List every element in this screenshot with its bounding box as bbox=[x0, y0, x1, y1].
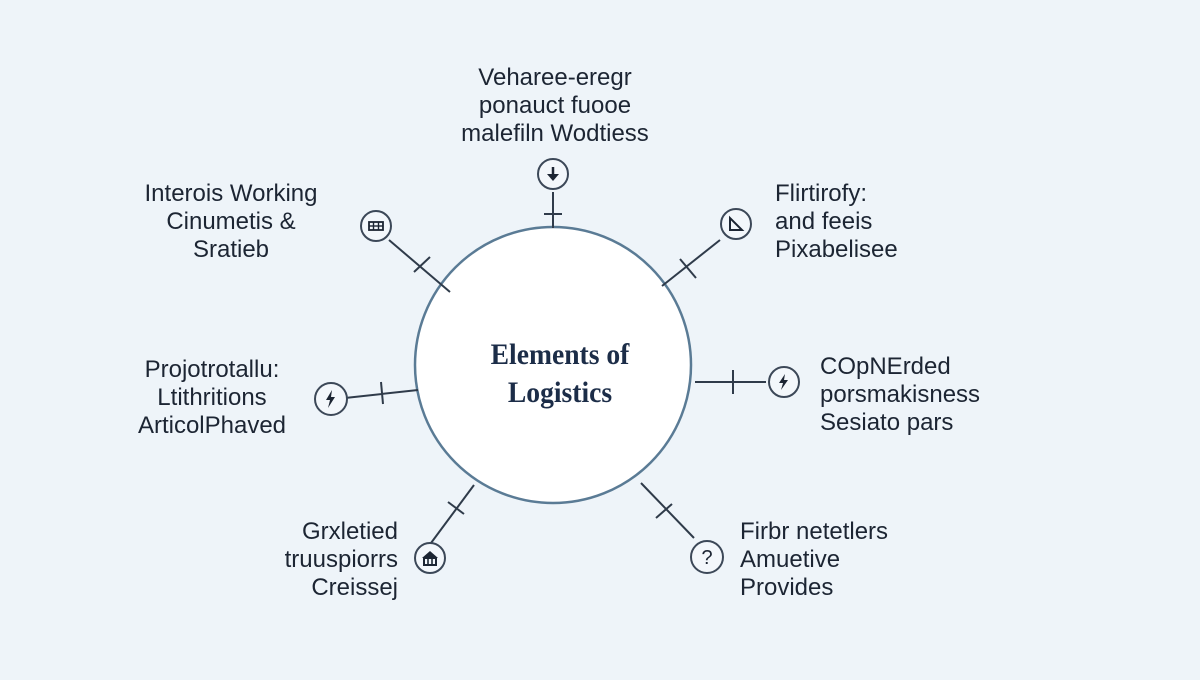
connector-top-right bbox=[661, 239, 721, 287]
node-top-right-line2: and feeis bbox=[775, 208, 873, 235]
node-bottom-left-line2: truuspiorrs bbox=[284, 546, 398, 573]
house-icon bbox=[414, 542, 446, 574]
connector-right bbox=[695, 370, 766, 394]
connector-bottom-right bbox=[640, 482, 695, 539]
node-top-left-line3: Sratieb bbox=[192, 236, 270, 263]
node-top-left-line1: Interois Working bbox=[144, 180, 318, 207]
connector-top-left bbox=[388, 239, 451, 293]
node-top-line3: malefiln Wodtiess bbox=[461, 120, 649, 147]
node-bottom-right-line2: Amuetive bbox=[740, 546, 841, 573]
node-bottom-left-line3: Creissej bbox=[311, 574, 398, 601]
node-bottom-right-line3: Provides bbox=[740, 574, 834, 601]
lightning-bolt-icon bbox=[314, 382, 348, 416]
node-top-left-label: Interois Working Cinumetis & Sratieb bbox=[100, 180, 362, 264]
center-title-line2: Logistics bbox=[507, 376, 613, 409]
triangle-icon bbox=[720, 208, 752, 240]
node-top-line1: Veharee-eregr bbox=[478, 64, 632, 91]
node-top-left-line2: Cinumetis & bbox=[166, 208, 296, 235]
connector-bottom-left bbox=[430, 484, 475, 544]
center-title: Elements of Logistics bbox=[440, 336, 679, 412]
lightning-bolt-icon bbox=[768, 366, 800, 398]
center-title-line1: Elements of bbox=[490, 338, 630, 371]
node-top-right-line3: Pixabelisee bbox=[775, 236, 898, 263]
download-arrow-icon bbox=[537, 158, 569, 190]
node-bottom-left-label: Grxletied truuspiorrs Creissej bbox=[200, 518, 398, 602]
question-mark-icon: ? bbox=[690, 540, 724, 574]
node-top-right-label: Flirtirofy: and feeis Pixabelisee bbox=[775, 180, 898, 264]
grid-table-icon bbox=[360, 210, 392, 242]
node-top-line2: ponauct fuooe bbox=[478, 92, 632, 119]
node-right-line3: Sesiato pars bbox=[820, 409, 954, 436]
node-left-label: Projotrotallu: Ltithritions ArticolPhave… bbox=[104, 356, 320, 440]
node-left-line3: ArticolPhaved bbox=[137, 412, 287, 439]
node-bottom-right-line1: Firbr netetlers bbox=[740, 518, 889, 545]
node-bottom-right-label: Firbr netetlers Amuetive Provides bbox=[740, 518, 888, 602]
node-top-right-line1: Flirtirofy: bbox=[775, 180, 867, 207]
node-left-line2: Ltithritions bbox=[157, 384, 267, 411]
connector-top bbox=[544, 192, 562, 228]
svg-text:?: ? bbox=[701, 547, 712, 569]
node-bottom-left-line1: Grxletied bbox=[301, 518, 398, 545]
node-top-label: Veharee-eregr ponauct fuooe malefiln Wod… bbox=[400, 64, 710, 148]
connector-left bbox=[344, 381, 419, 405]
node-right-label: COpNErded porsmakisness Sesiato pars bbox=[820, 353, 980, 437]
node-right-line1: COpNErded bbox=[820, 353, 951, 380]
node-right-line2: porsmakisness bbox=[820, 381, 981, 408]
node-left-line1: Projotrotallu: bbox=[144, 356, 280, 383]
